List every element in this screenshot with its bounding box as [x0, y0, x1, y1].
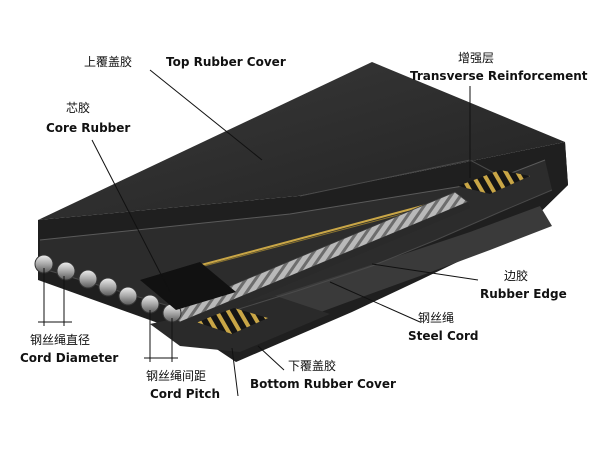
cord-end-4 [98, 277, 118, 297]
cord-end-5 [118, 286, 138, 306]
cord-pitch-label-en: Cord Pitch [150, 387, 220, 401]
core-rubber-cord-channel [140, 262, 236, 310]
bottom-cover-label-en: Bottom Rubber Cover [250, 377, 396, 391]
reinforcement-line-mid [165, 203, 441, 277]
cord-pitch-label-cn: 钢丝绳间距 [146, 369, 206, 383]
top-cover-label-en: Top Rubber Cover [166, 55, 286, 69]
cord-end-3 [78, 269, 98, 289]
cord-end-2 [56, 261, 76, 281]
cord-diameter-label-en: Cord Diameter [20, 351, 118, 365]
steel-cord-label-en: Steel Cord [408, 329, 479, 343]
layer-edge-1 [39, 159, 546, 241]
reinforcement-line-top [189, 195, 461, 269]
leader-top-cover [149, 69, 263, 161]
leader-bottom-cover-foot [231, 347, 239, 397]
transverse-label-cn: 增强层 [458, 51, 494, 65]
core-rubber-label-en: Core Rubber [46, 121, 130, 135]
rubber-edge-label-en: Rubber Edge [480, 287, 567, 301]
transverse-reinforcement-right [458, 170, 530, 194]
bottom-cover-label-cn: 下覆盖胶 [288, 358, 336, 373]
cord-diameter-label-cn: 钢丝绳直径 [30, 333, 90, 347]
steel-cord-rope-shadow [180, 202, 470, 328]
transverse-reinforcement-left [196, 308, 268, 334]
leader-steel-cord [329, 281, 421, 323]
leader-rubber-edge [371, 263, 479, 281]
rubber-edge-label-cn: 边胶 [504, 268, 528, 283]
leader-bottom-cover [257, 345, 285, 371]
leader-core-rubber [91, 139, 171, 293]
core-rubber-label-cn: 芯胶 [66, 100, 90, 115]
top-rubber-cover-surface [38, 62, 565, 220]
leader-lines [38, 69, 479, 397]
top-cover-label-cn: 上覆盖胶 [84, 54, 132, 69]
steel-cord-label-cn: 钢丝绳 [418, 311, 454, 325]
transverse-label-en: Transverse Reinforcement [410, 69, 588, 83]
steel-cord-ends [34, 254, 182, 323]
rubber-edge-band [262, 206, 552, 330]
